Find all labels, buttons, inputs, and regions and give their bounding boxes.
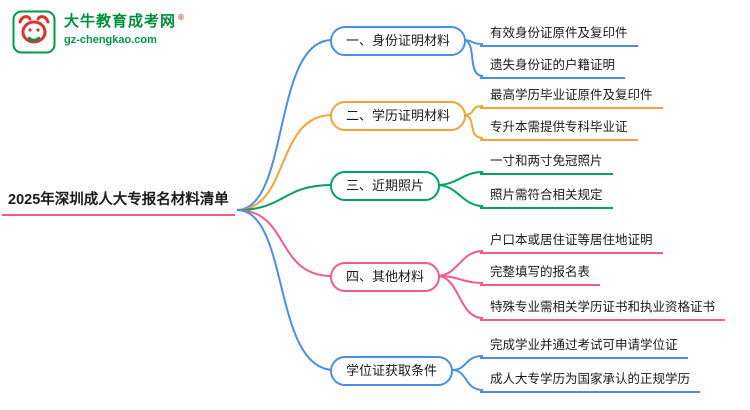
leaf-node: 完成学业并通过考试可申请学位证 [480, 332, 688, 359]
leaf-node: 特殊专业需相关学历证书和执业资格证书 [480, 294, 726, 321]
leaf-node: 专升本需提供专科毕业证 [480, 114, 638, 141]
bull-icon [12, 10, 56, 54]
edge-root-branch3 [236, 184, 333, 211]
leaf-node: 最高学历毕业证原件及复印件 [480, 82, 663, 109]
branch-node-identity: 一、身份证明材料 [330, 26, 467, 56]
edge-root-branch2 [236, 114, 333, 211]
leaf-node: 有效身份证原件及复印件 [480, 20, 638, 47]
leaf-node: 户口本或居住证等居住地证明 [480, 227, 663, 254]
branch-node-education: 二、学历证明材料 [330, 101, 467, 131]
brand-block: 大牛教育成考网® gz-chengkao.com [12, 10, 185, 54]
branch-node-degree: 学位证获取条件 [330, 356, 454, 386]
edge-b4-leaf3 [436, 275, 484, 319]
root-node: 2025年深圳成人大专报名材料清单 [2, 186, 235, 216]
leaf-node: 一寸和两寸免冠照片 [480, 148, 613, 175]
branch-node-other: 四、其他材料 [330, 262, 441, 292]
edge-b3-leaf2 [436, 184, 484, 207]
brand-site: gz-chengkao.com [64, 33, 157, 46]
leaf-node: 成人大专学历为国家承认的正规学历 [480, 366, 701, 393]
edge-b1-leaf2 [462, 39, 484, 77]
branch-node-photo: 三、近期照片 [330, 171, 441, 201]
leaf-node: 完整填写的报名表 [480, 259, 601, 286]
leaf-node: 照片需符合相关规定 [480, 182, 613, 209]
edge-b5-leaf2 [451, 369, 484, 391]
edge-root-branch5 [236, 209, 335, 371]
registered-mark: ® [178, 13, 185, 22]
edge-b3-leaf1 [436, 171, 484, 186]
brand-name: 大牛教育成考网® [64, 13, 185, 30]
leaf-node: 遗失身份证的户籍证明 [480, 52, 626, 79]
edge-root-branch4 [236, 209, 333, 277]
edge-b5-leaf1 [451, 355, 484, 371]
edge-b4-leaf1 [436, 250, 484, 277]
edge-root-branch1 [236, 39, 333, 211]
